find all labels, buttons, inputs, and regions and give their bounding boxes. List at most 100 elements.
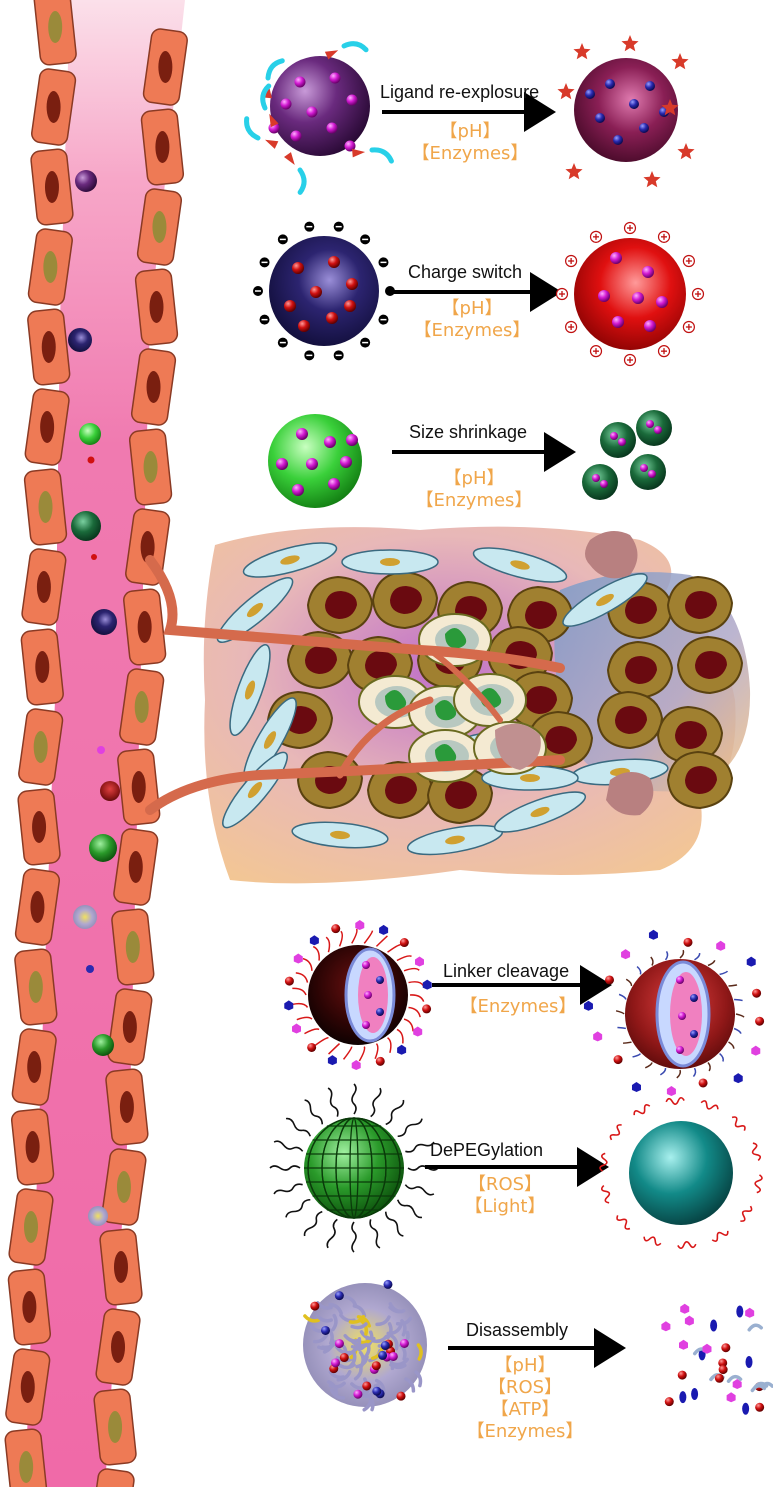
peg-chain (396, 1199, 423, 1219)
fibroblast-nucleus (247, 781, 263, 799)
cargo-dot (676, 1046, 684, 1054)
nucleus (44, 171, 59, 203)
nucleus (140, 531, 155, 563)
capillary-upper (145, 555, 565, 673)
peg-chain (351, 1221, 357, 1253)
peg-chain (285, 1117, 312, 1137)
nucleus (43, 251, 58, 283)
strand (359, 1330, 376, 1341)
linker-chain (403, 1018, 414, 1032)
cleaved-chain (728, 1041, 735, 1049)
row-linker (284, 920, 765, 1097)
linker-chain (292, 1002, 309, 1008)
label-linker-cleavage: Linker cleavage (443, 961, 570, 981)
cargo-dot (396, 1391, 406, 1401)
payload-dot (346, 94, 358, 106)
nucleus (33, 731, 48, 763)
nucleus (134, 691, 149, 723)
vessel-nanoparticles (68, 170, 120, 1226)
cleaved-chain (615, 1010, 625, 1015)
released-molecule (752, 988, 762, 998)
strand (355, 1355, 369, 1369)
cargo-dot (339, 1353, 349, 1363)
strand (336, 1370, 352, 1382)
nucleus (27, 1051, 42, 1083)
shield-polymer (341, 41, 369, 53)
cargo-dot (380, 1341, 390, 1351)
fibroblast-nucleus (520, 774, 540, 782)
strand (385, 1322, 393, 1340)
endothelial-cells (4, 0, 188, 1492)
tumor-cells (266, 570, 744, 825)
strand-fragment (726, 1374, 743, 1383)
cleaved-chain (617, 1026, 627, 1030)
nucleus (125, 931, 140, 963)
label-disassembly: Disassembly (466, 1320, 569, 1340)
peg-chain (273, 1140, 304, 1152)
row-charge (253, 221, 705, 367)
detached-peg (599, 1096, 763, 1250)
peg-chain (326, 1218, 338, 1249)
payload-dot (306, 458, 318, 470)
strand (312, 1332, 329, 1344)
vessel-np-assembly-2 (88, 1206, 108, 1226)
strand (322, 1338, 335, 1354)
ligand-star (661, 99, 679, 116)
vessel-np-ligand (75, 170, 97, 192)
released-molecule (583, 1000, 593, 1011)
payload-dot (292, 262, 304, 274)
surface-molecule (284, 976, 294, 986)
nucleus (158, 51, 173, 83)
linker-chain (295, 972, 309, 983)
linker-chain (408, 1006, 421, 1018)
capillary-branch (427, 647, 503, 723)
released-molecule (751, 1045, 761, 1056)
free-peg (677, 1241, 697, 1250)
np-assembled (303, 1279, 427, 1412)
tumor-nucleus (685, 591, 717, 619)
cargo-dot (334, 1339, 344, 1349)
cargo-dot (331, 1358, 341, 1368)
nucleus (116, 1171, 131, 1203)
nucleus (28, 971, 43, 1003)
nucleus (128, 851, 143, 883)
linker-chain (292, 987, 307, 996)
payload-dot (276, 458, 288, 470)
peg-chains (269, 1083, 439, 1253)
vessel-np-cluster (71, 511, 101, 541)
disassembled-fragments (661, 1303, 773, 1415)
tumor-capillaries (145, 555, 565, 815)
stimulus-ros: 【ROS】 (467, 1174, 543, 1195)
linker-chain (387, 943, 401, 953)
surface-molecule (375, 1056, 385, 1066)
row-ligand (244, 35, 695, 195)
tumor-nucleus (365, 651, 397, 679)
stimulus-ros: 【ROS】 (487, 1377, 563, 1398)
free-peg (600, 1185, 611, 1204)
row-size (268, 410, 672, 508)
ligand-star (671, 53, 689, 70)
stimulus-atp: 【ATP】 (490, 1399, 560, 1420)
fibroblast-nucleus (380, 558, 400, 566)
strand (350, 1322, 368, 1330)
payload-dot (324, 436, 336, 448)
released-molecule (746, 956, 756, 967)
tumor-nucleus (385, 776, 417, 804)
apoptotic-cell (495, 723, 541, 770)
linker-chain (374, 1043, 379, 1060)
nucleus (155, 131, 170, 163)
np-positive (555, 221, 705, 367)
nucleus (108, 1411, 123, 1443)
free-peg (665, 1096, 685, 1105)
np-negative (253, 221, 395, 361)
strand (392, 1357, 409, 1367)
masked-ligand (269, 113, 279, 128)
released-molecule (755, 1016, 765, 1026)
strand (328, 1370, 346, 1380)
drug-payload (358, 957, 388, 1033)
linker-chain (403, 967, 420, 972)
shield-polymer (260, 83, 272, 111)
mesh-meridian (307, 1117, 401, 1219)
payload-dot (656, 296, 668, 308)
